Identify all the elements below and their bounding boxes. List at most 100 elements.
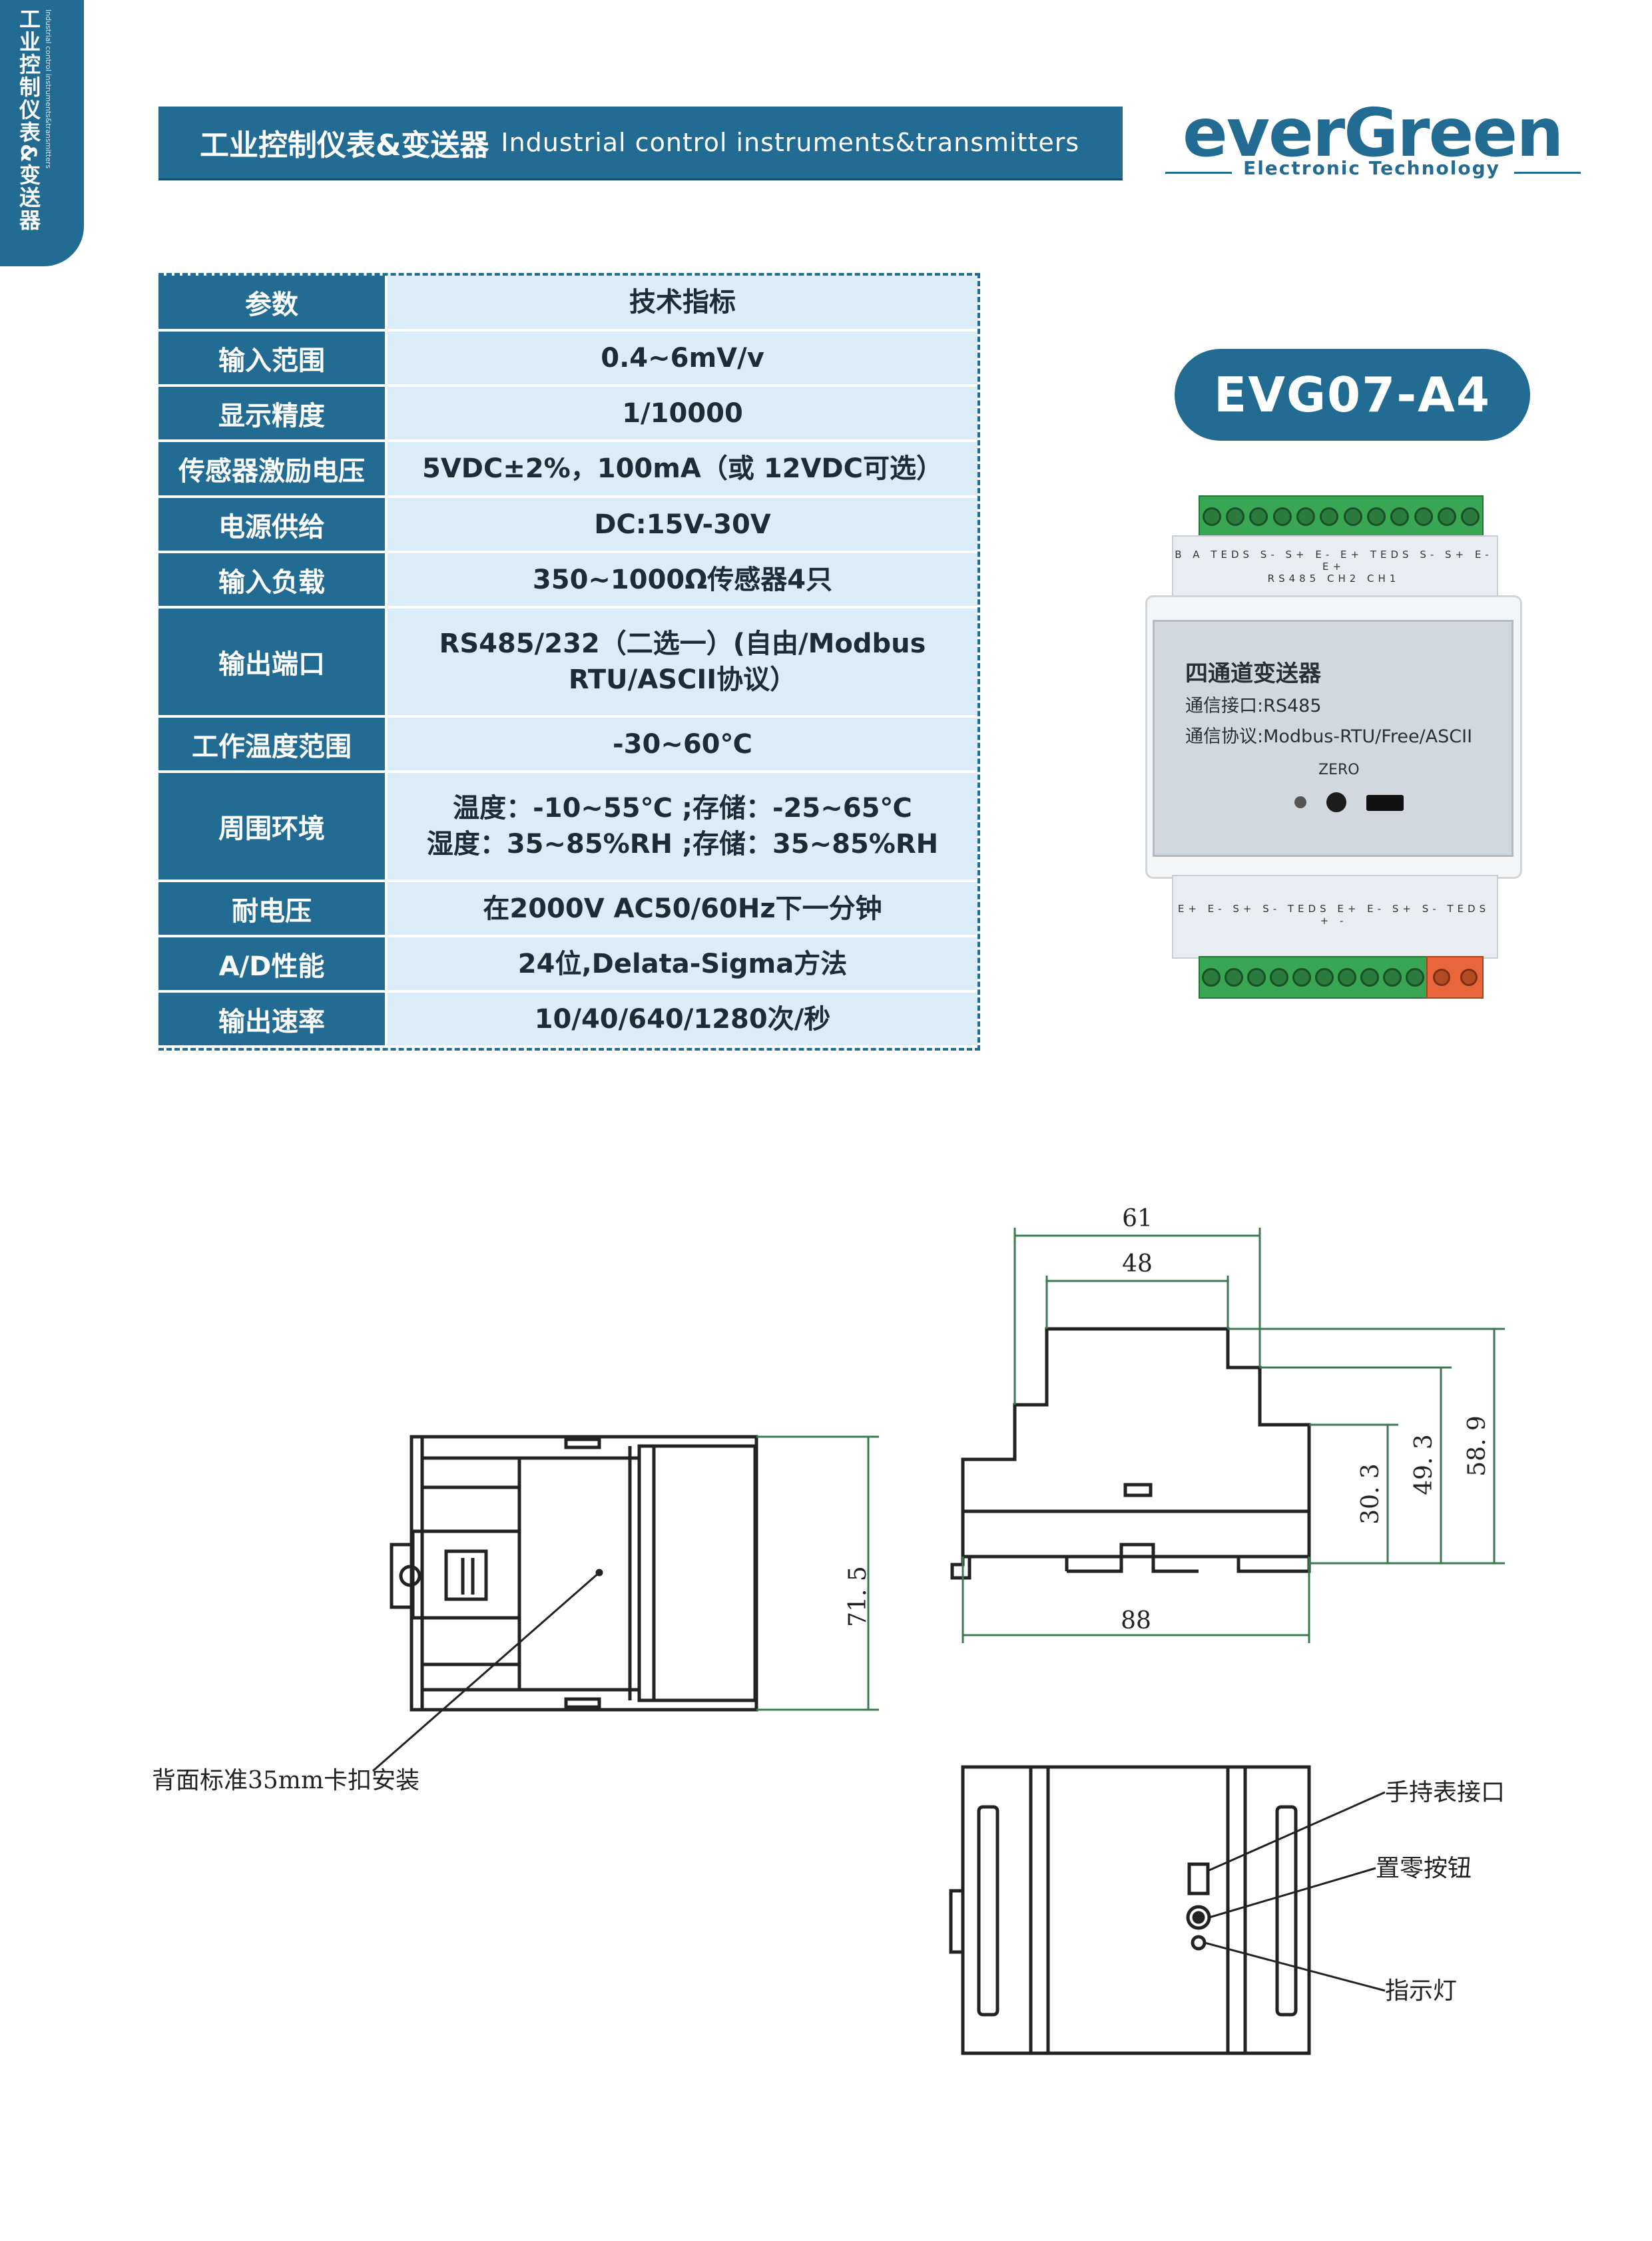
- dimension-drawings: 71. 5 背面标准35mm卡扣安装 61 48 88 30. 3 49: [152, 1205, 1505, 2055]
- side-view-drawing: [390, 1435, 758, 1712]
- terminal-screw: [1383, 968, 1402, 987]
- terminal-screw: [1461, 507, 1480, 526]
- terminal-screw: [1437, 507, 1456, 526]
- top-terminal-panel: [1172, 535, 1498, 598]
- spec-row: 输出速率 10/40/640/1280次/秒: [158, 993, 977, 1048]
- brand-rule-right: [1514, 172, 1581, 174]
- terminal-screw: [1343, 507, 1362, 526]
- section-banner: 工业控制仪表&变送器 Industrial control instrument…: [158, 107, 1123, 178]
- spec-row: 周围环境 温度：-10~55℃ ;存储：-25~65℃ 湿度：35~85%RH …: [158, 773, 977, 882]
- banner-title-en: Industrial control instruments&transmitt…: [501, 128, 1080, 157]
- mini-usb-port-icon: [1366, 795, 1404, 811]
- spec-value-line1: RS485/232（二选一）(自由/Modbus: [439, 628, 926, 659]
- top-terminal-block: [1199, 495, 1484, 538]
- spec-header-param: 参数: [158, 276, 388, 332]
- dim-width-inner: 48: [1122, 1250, 1153, 1278]
- spec-param: 工作温度范围: [158, 718, 388, 773]
- side-height-dimension: [756, 1435, 879, 1711]
- spec-param: 输出速率: [158, 993, 388, 1048]
- front-dimensions: [962, 1228, 1505, 1643]
- terminal-screw: [1320, 507, 1339, 526]
- spec-row: 工作温度范围 -30~60℃: [158, 718, 977, 773]
- dim-height-small: 30. 3: [1357, 1463, 1384, 1525]
- top-view-callout-lines: [1204, 1791, 1386, 1992]
- spec-param: 传感器激励电压: [158, 442, 388, 498]
- terminal-screw: [1202, 507, 1221, 526]
- terminal-screw: [1432, 969, 1450, 986]
- spec-param: 输入范围: [158, 332, 388, 387]
- spec-row: 显示精度 1/10000: [158, 387, 977, 442]
- spec-param: 周围环境: [158, 773, 388, 882]
- top-terminal-labels: B A TEDS S- S+ E- E+ TEDS S- S+ E- E+ RS…: [1172, 549, 1496, 585]
- spec-value: 350~1000Ω传感器4只: [388, 553, 977, 609]
- bottom-pin-labels: E+ E- S+ S- TEDS E+ E- S+ S- TEDS + -: [1177, 903, 1490, 927]
- spec-param: 显示精度: [158, 387, 388, 442]
- top-pin-labels: B A TEDS S- S+ E- E+ TEDS S- S+ E- E+: [1175, 549, 1493, 573]
- dim-height-mid: 49. 3: [1410, 1434, 1438, 1495]
- spec-value: 10/40/640/1280次/秒: [388, 993, 977, 1048]
- spec-row: 传感器激励电压 5VDC±2%，100mA（或 12VDC可选）: [158, 442, 977, 498]
- terminal-screw: [1315, 968, 1334, 987]
- spec-value-line1: 温度：-10~55℃ ;存储：-25~65℃: [453, 793, 912, 824]
- device-body: 四通道变送器 通信接口:RS485 通信协议:Modbus-RTU/Free/A…: [1145, 595, 1522, 879]
- bottom-terminal-panel: [1172, 875, 1498, 959]
- terminal-screw: [1225, 507, 1244, 526]
- terminal-screw: [1414, 507, 1433, 526]
- side-tab-subtitle: Industrial control instruments&transmitt…: [44, 9, 53, 169]
- callout-handheld-port: 手持表接口: [1385, 1779, 1505, 1806]
- terminal-screw: [1338, 968, 1356, 987]
- zero-button-icon: [1326, 792, 1346, 812]
- spec-param: 输入负载: [158, 553, 388, 609]
- spec-value: 24位,Delata-Sigma方法: [388, 937, 977, 993]
- spec-param: 输出端口: [158, 609, 388, 718]
- din-mount-callout-line: [372, 1569, 603, 1772]
- terminal-screw: [1272, 507, 1292, 526]
- spec-row: 输入范围 0.4~6mV/v: [158, 332, 977, 387]
- dim-width-outer: 61: [1122, 1205, 1153, 1232]
- face-title: 四通道变送器: [1185, 660, 1321, 687]
- spec-value-line2: RTU/ASCII协议）: [568, 664, 797, 695]
- top-group-labels: RS485 CH2 CH1: [1267, 573, 1400, 585]
- spec-value: RS485/232（二选一）(自由/Modbus RTU/ASCII协议）: [388, 609, 977, 718]
- bottom-terminal-block: [1199, 956, 1428, 999]
- banner-title-cn: 工业控制仪表&变送器: [200, 128, 489, 162]
- brand-tagline: Electronic Technology: [1243, 157, 1500, 179]
- spec-value-line2: 湿度：35~85%RH ;存储：35~85%RH: [426, 829, 939, 860]
- callout-din-mount: 背面标准35mm卡扣安装: [152, 1767, 419, 1794]
- spec-header-row: 参数 技术指标: [158, 276, 977, 332]
- spec-param: 耐电压: [158, 882, 388, 937]
- terminal-screw: [1270, 968, 1288, 987]
- terminal-screw: [1292, 968, 1311, 987]
- brand-rule-left: [1165, 172, 1232, 174]
- terminal-screw: [1296, 507, 1315, 526]
- spec-value: 1/10000: [388, 387, 977, 442]
- face-protocol: 通信协议:Modbus-RTU/Free/ASCII: [1185, 726, 1473, 747]
- spec-row: 输入负载 350~1000Ω传感器4只: [158, 553, 977, 609]
- face-interface: 通信接口:RS485: [1185, 696, 1322, 716]
- callout-indicator: 指示灯: [1385, 1977, 1457, 2005]
- spec-row: 电源供给 DC:15V-30V: [158, 498, 977, 553]
- spec-value: 温度：-10~55℃ ;存储：-25~65℃ 湿度：35~85%RH ;存储：3…: [388, 773, 977, 882]
- top-view-drawing: [949, 1765, 1311, 2055]
- spec-value: 0.4~6mV/v: [388, 332, 977, 387]
- model-badge: EVG07-A4: [1175, 349, 1530, 441]
- terminal-screw: [1360, 968, 1379, 987]
- terminal-screw: [1460, 969, 1478, 986]
- terminal-screw: [1202, 968, 1221, 987]
- spec-header-value: 技术指标: [388, 276, 977, 332]
- dim-height-total: 58. 9: [1464, 1415, 1491, 1477]
- terminal-screw: [1366, 507, 1386, 526]
- brand-logo: everGreen Electronic Technology: [1159, 93, 1585, 186]
- spec-value: -30~60℃: [388, 718, 977, 773]
- spec-param: A/D性能: [158, 937, 388, 993]
- terminal-screw: [1225, 968, 1243, 987]
- terminal-screw: [1249, 507, 1268, 526]
- terminal-screw: [1247, 968, 1266, 987]
- spec-table: 参数 技术指标 输入范围 0.4~6mV/v 显示精度 1/10000 传感器激…: [158, 273, 980, 1051]
- product-photo: B A TEDS S- S+ E- E+ TEDS S- S+ E- E+ RS…: [1145, 495, 1522, 1015]
- power-terminal-block: [1426, 956, 1484, 999]
- brand-name: everGreen: [1183, 94, 1563, 172]
- callout-zero-button: 置零按钮: [1376, 1855, 1472, 1882]
- front-view-drawing: [950, 1327, 1311, 1580]
- spec-row: 耐电压 在2000V AC50/60Hz下一分钟: [158, 882, 977, 937]
